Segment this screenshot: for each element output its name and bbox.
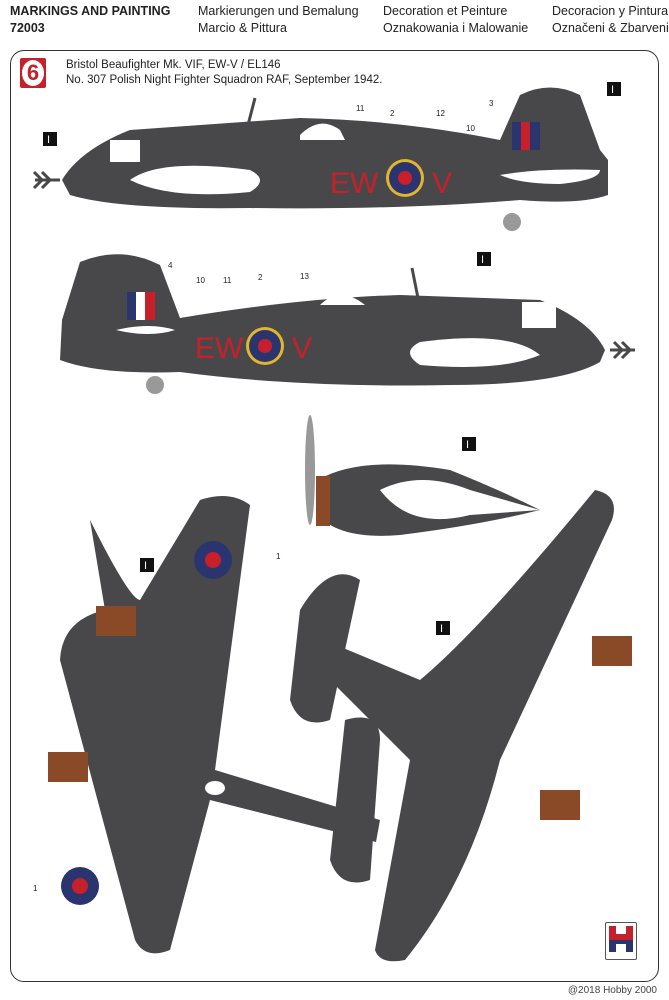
nacelle-view [305, 415, 540, 536]
aircraft-name: Bristol Beaufighter Mk. VIF, EW-V / EL14… [66, 59, 281, 71]
marker: I [47, 134, 50, 146]
code-v-left: V [432, 167, 452, 200]
svg-text:1: 1 [33, 884, 38, 893]
kit-code: 72003 [10, 21, 45, 35]
svg-text:12: 12 [436, 109, 445, 118]
title-it: Marcio & Pittura [198, 21, 287, 35]
title-de: Markierungen und Bemalung [198, 4, 359, 18]
marker: I [466, 439, 469, 451]
title-pl: Oznakowania i Malowanie [383, 21, 529, 35]
left-profile: EW V 11 2 12 3 10 [32, 87, 608, 231]
marker: I [144, 560, 147, 572]
paint-markers: I I I I I I [43, 82, 621, 635]
header-fr-pl: Decoration et Peinture Oznakowania i Mal… [383, 3, 528, 37]
scheme-number: 6 [22, 60, 44, 86]
underside-view: 11 [33, 490, 632, 962]
header-en: MARKINGS AND PAINTING 72003 [10, 3, 170, 37]
svg-text:3: 3 [489, 99, 494, 108]
code-ew-left: EW [330, 167, 379, 200]
svg-text:10: 10 [196, 276, 205, 285]
hobby-2000-logo [605, 922, 637, 960]
svg-text:11: 11 [356, 104, 365, 113]
scheme-frame [10, 50, 659, 982]
unit-description: No. 307 Polish Night Fighter Squadron RA… [66, 74, 383, 86]
svg-text:11: 11 [223, 276, 232, 285]
code-ew-right: EW [195, 332, 244, 365]
svg-text:2: 2 [390, 109, 395, 118]
title-fr: Decoration et Peinture [383, 4, 508, 18]
code-v-right: V [292, 332, 312, 365]
header-de-it: Markierungen und Bemalung Marcio & Pittu… [198, 3, 359, 37]
title-cz: Označeni & Zbarveni [552, 21, 669, 35]
svg-text:4: 4 [168, 261, 173, 270]
svg-text:1: 1 [276, 552, 281, 561]
right-profile: EW V 4 10 11 2 13 [60, 254, 635, 394]
title: MARKINGS AND PAINTING [10, 4, 171, 18]
svg-text:2: 2 [258, 273, 263, 282]
copyright: @2018 Hobby 2000 [567, 985, 657, 996]
marker: I [481, 254, 484, 266]
svg-text:10: 10 [466, 124, 475, 133]
marker: I [611, 84, 614, 96]
title-es: Decoracion y Pintura [552, 4, 669, 18]
svg-text:13: 13 [300, 272, 309, 281]
scheme-number-badge: 6 [20, 58, 46, 88]
marker: I [440, 623, 443, 635]
header-es-cz: Decoracion y Pintura Označeni & Zbarveni [552, 3, 669, 37]
